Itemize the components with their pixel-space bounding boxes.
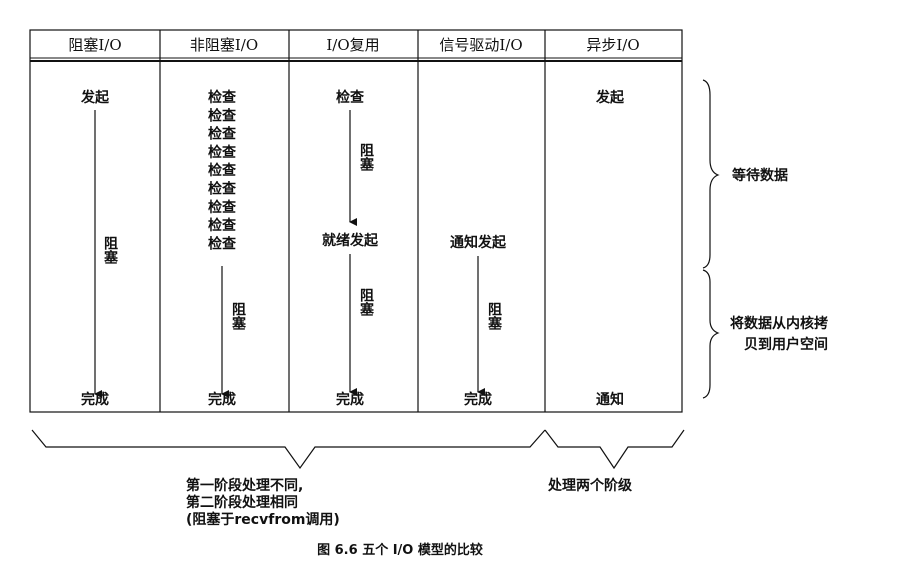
check-item: 检查 <box>208 162 237 179</box>
check-item: 检查 <box>208 181 237 198</box>
check-item: 检查 <box>208 199 237 216</box>
nonblocking-block-label: 阻塞 <box>230 302 246 331</box>
figure-caption: 图 6.6 五个 I/O 模型的比较 <box>317 542 483 558</box>
header-signal-driven-io: 信号驱动I/O <box>439 36 522 54</box>
copy-phase-label-1: 将数据从内核拷 <box>730 315 828 332</box>
blocking-complete: 完成 <box>81 391 109 408</box>
copy-phase-brace <box>702 269 720 399</box>
second-group-label: 处理两个阶级 <box>547 477 633 494</box>
check-item: 检查 <box>208 217 237 234</box>
first-group-label-3: (阻塞于recvfrom调用) <box>186 511 340 528</box>
header-async-io: 异步I/O <box>586 36 639 54</box>
async-notify: 通知 <box>596 391 624 408</box>
second-group-brace <box>544 429 685 470</box>
async-initiate: 发起 <box>595 89 625 106</box>
signal-block-label: 阻塞 <box>486 302 502 331</box>
blocking-label: 阻塞 <box>102 236 118 265</box>
first-group-brace <box>31 429 546 470</box>
signal-complete: 完成 <box>464 391 492 408</box>
copy-phase-label-2: 贝到用户空间 <box>744 336 828 353</box>
blocking-initiate: 发起 <box>80 89 110 106</box>
nonblocking-complete: 完成 <box>208 391 236 408</box>
check-item: 检查 <box>208 144 237 161</box>
multiplex-block-label-2: 阻塞 <box>358 288 374 317</box>
wait-phase-brace <box>702 79 720 269</box>
check-item: 检查 <box>208 89 237 106</box>
header-nonblocking-io: 非阻塞I/O <box>190 36 258 54</box>
first-group-label-1: 第一阶段处理不同, <box>186 477 303 494</box>
header-io-multiplexing: I/O复用 <box>326 36 379 54</box>
check-item: 检查 <box>208 107 237 124</box>
multiplex-complete: 完成 <box>336 391 364 408</box>
check-item: 检查 <box>208 235 237 252</box>
signal-notify-initiate: 通知发起 <box>450 234 507 251</box>
multiplex-block-label-1: 阻塞 <box>358 143 374 172</box>
wait-phase-label: 等待数据 <box>732 167 788 184</box>
first-group-label-2: 第二阶段处理相同 <box>186 494 298 511</box>
multiplex-check: 检查 <box>336 89 365 106</box>
table-frame <box>29 29 683 413</box>
check-item: 检查 <box>208 126 237 143</box>
multiplex-ready-initiate: 就绪发起 <box>322 232 379 249</box>
header-blocking-io: 阻塞I/O <box>68 36 121 54</box>
